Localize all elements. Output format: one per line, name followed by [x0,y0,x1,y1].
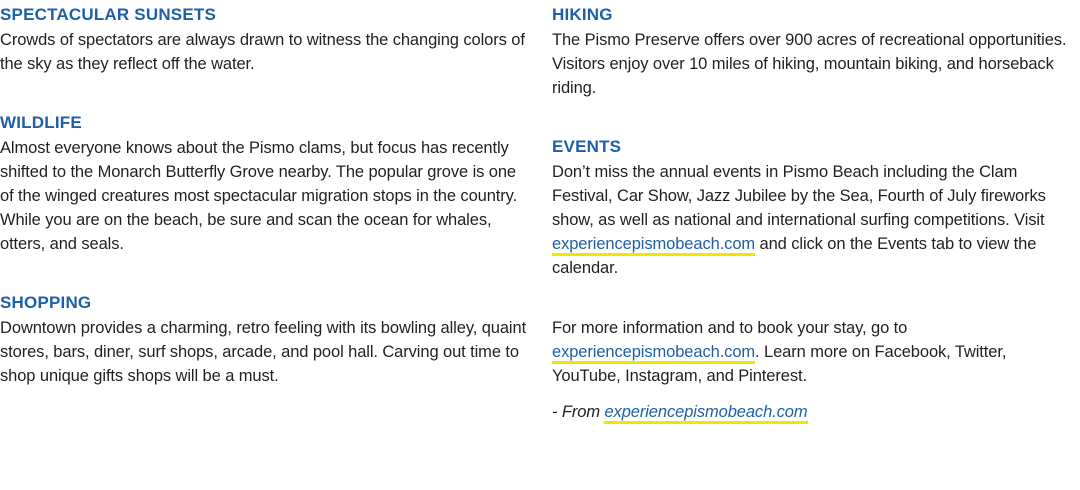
info-body: For more information and to book your st… [552,316,1077,388]
info-text-before-link: For more information and to book your st… [552,319,908,337]
section-body: Downtown provides a charming, retro feel… [0,319,527,385]
section-heading: SPECTACULAR SUNSETS [0,5,217,24]
section-body: Don’t miss the annual events in Pismo Be… [552,160,1077,280]
section-hiking: HIKING The Pismo Preserve offers over 90… [552,4,1077,100]
section-heading: HIKING [552,5,613,24]
credit-prefix: - From [552,403,605,421]
source-credit: - From experiencepismobeach.com [552,400,1077,424]
section-events: EVENTS Don’t miss the annual events in P… [552,136,1077,280]
credit-website-link[interactable]: experiencepismobeach.com [604,403,808,424]
info-text-after-link: . Learn more on Facebook, Twitter, YouTu… [552,343,1007,385]
events-text-after-link: and click on the Events tab to view the … [552,235,1037,277]
info-website-link[interactable]: experiencepismobeach.com [552,343,755,364]
section-body: Crowds of spectators are always drawn to… [0,31,525,73]
section-heading: SHOPPING [0,293,92,312]
section-spectacular-sunsets: SPECTACULAR SUNSETS Crowds of spectators… [0,4,530,76]
section-heading: WILDLIFE [0,113,82,132]
credit-line: - From experiencepismobeach.com [552,400,1077,424]
section-shopping: SHOPPING Downtown provides a charming, r… [0,292,530,388]
events-text-before-link: Don’t miss the annual events in Pismo Be… [552,163,1046,229]
section-body: Almost everyone knows about the Pismo cl… [0,139,518,253]
section-wildlife: WILDLIFE Almost everyone knows about the… [0,112,530,256]
section-more-info: For more information and to book your st… [552,316,1077,388]
section-body: The Pismo Preserve offers over 900 acres… [552,31,1067,97]
events-website-link[interactable]: experiencepismobeach.com [552,235,755,256]
section-heading: EVENTS [552,137,622,156]
